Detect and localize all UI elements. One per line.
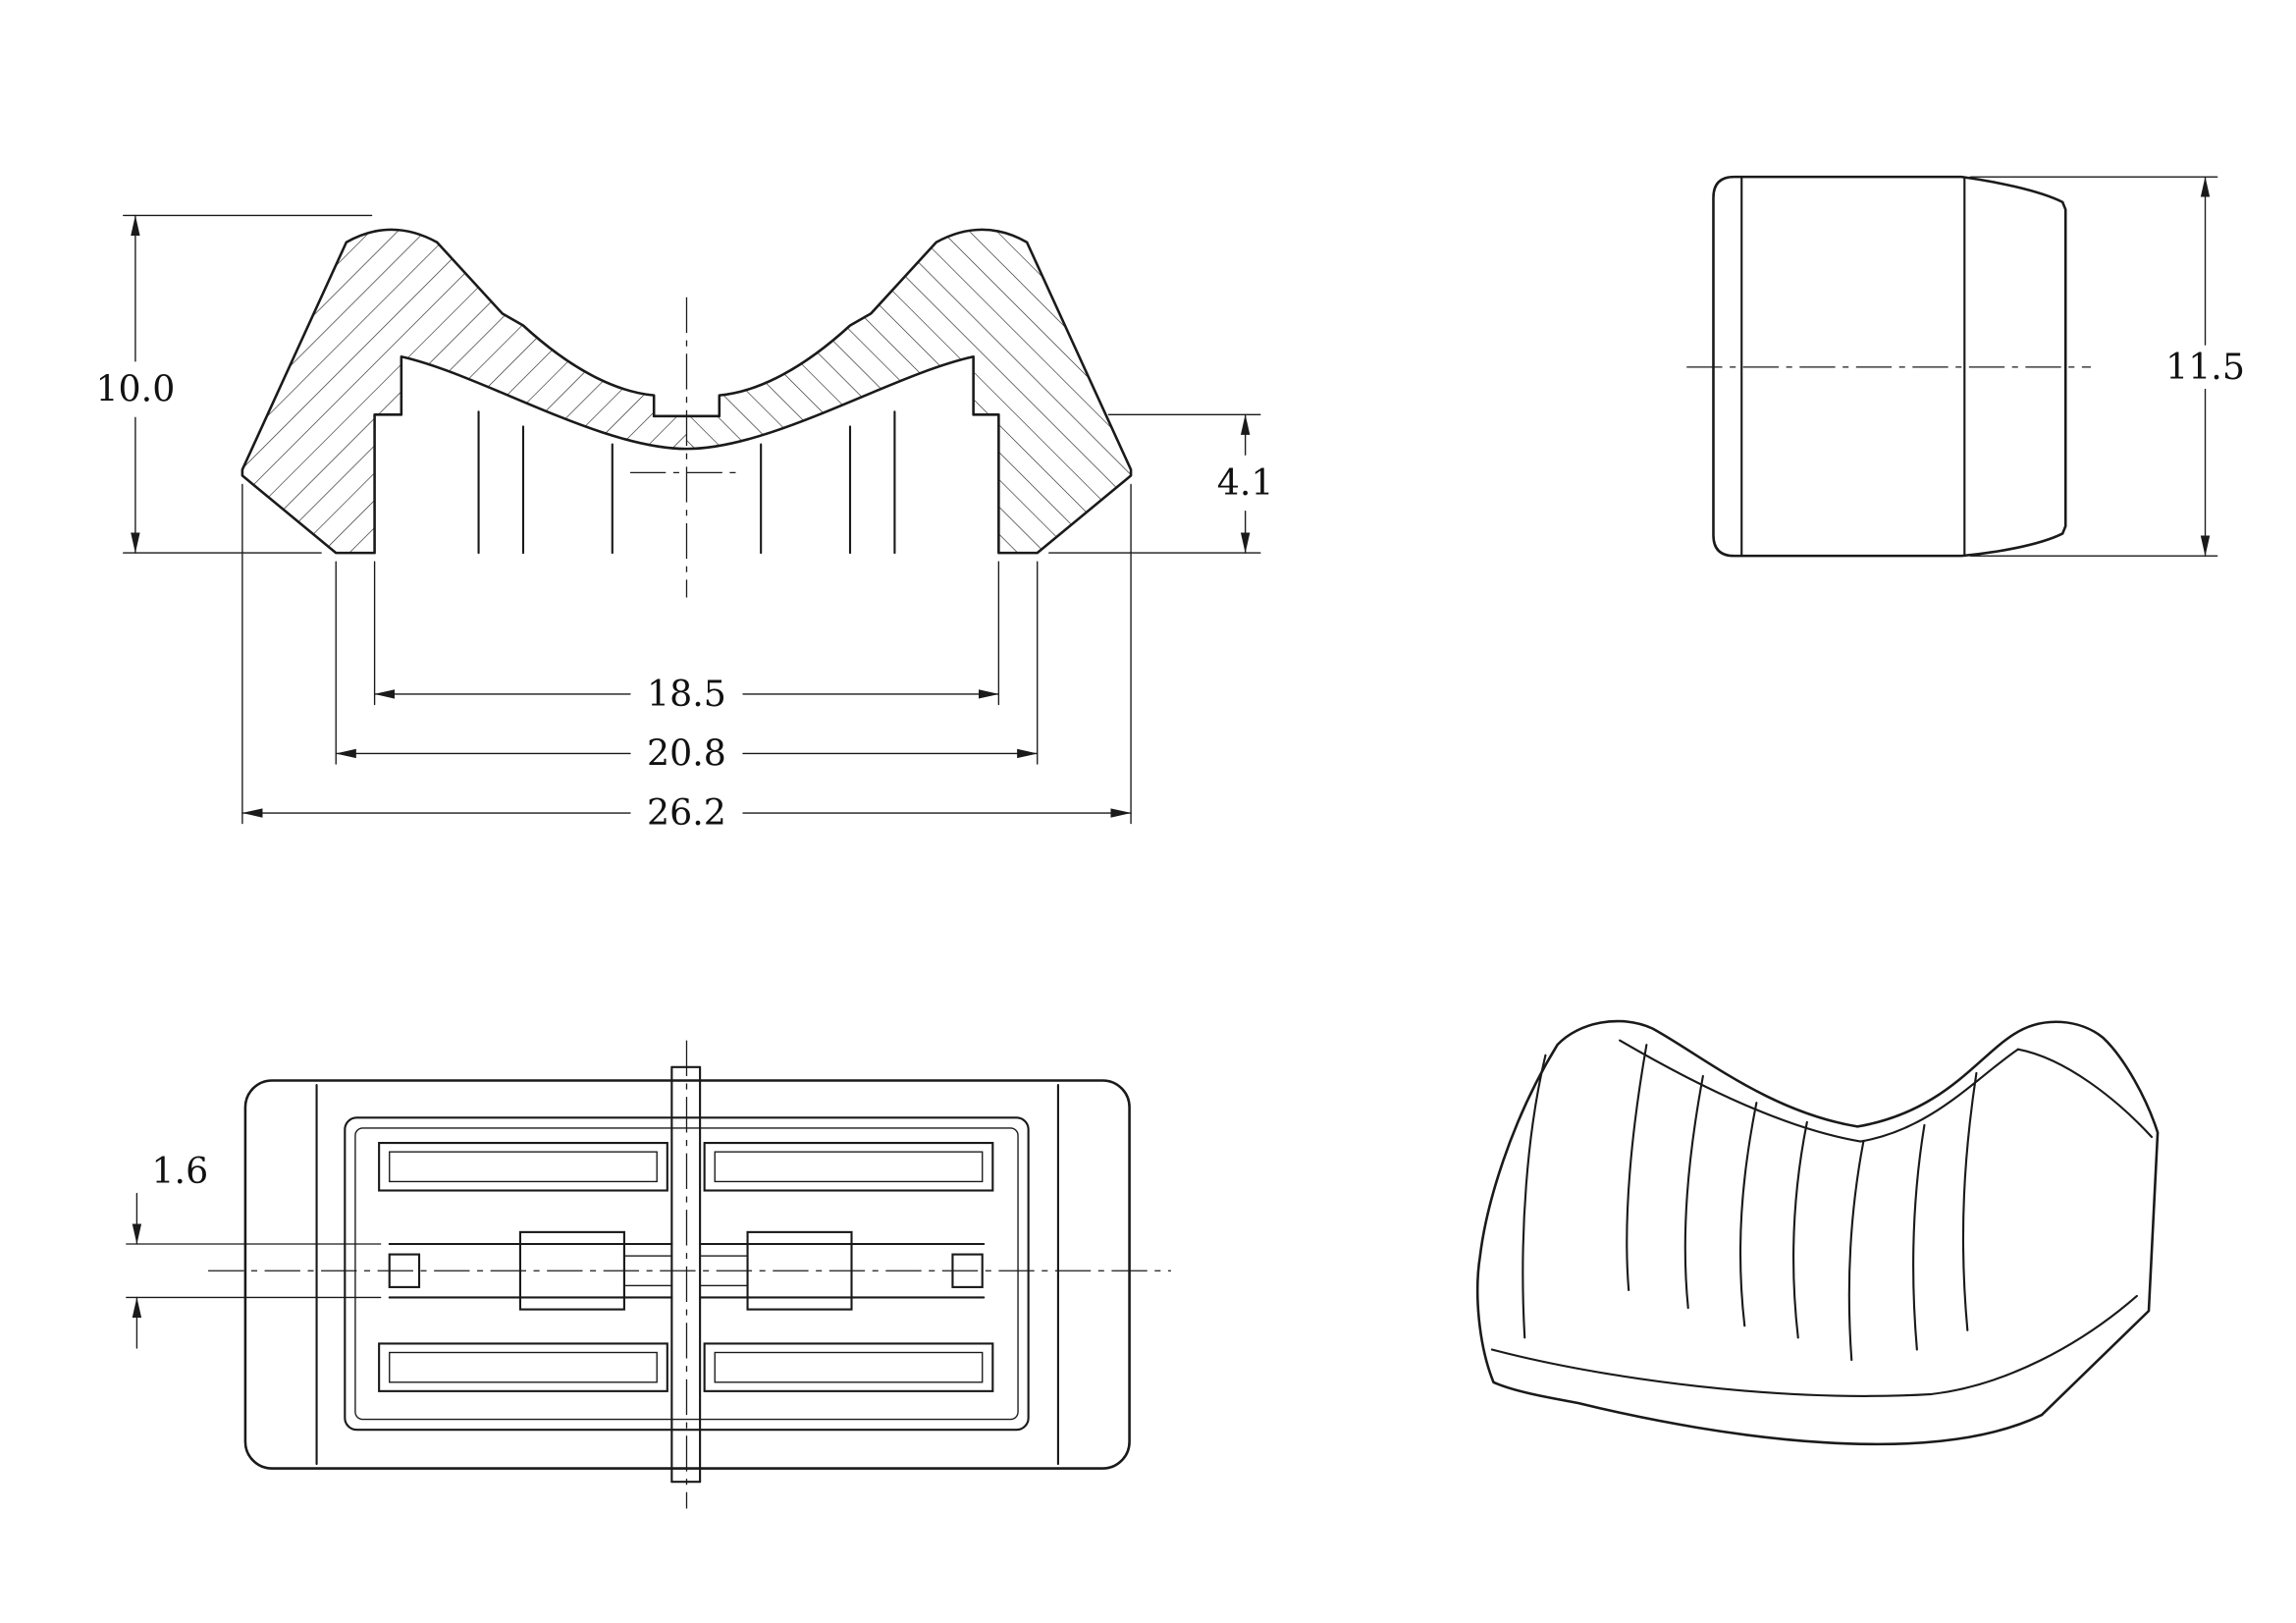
- iso-groove-2: [1683, 1074, 1704, 1310]
- isometric-view: [1475, 1019, 2160, 1446]
- iso-groove-4: [1791, 1120, 1808, 1339]
- dim-front-height-label: 10.0: [95, 368, 175, 410]
- side-view: 11.5: [1686, 175, 2245, 558]
- front-hatching: [241, 229, 1132, 554]
- iso-groove-3: [1738, 1102, 1758, 1327]
- iso-groove-5: [1912, 1123, 1926, 1351]
- iso-bottom-band-edge: [1490, 1294, 2138, 1397]
- dimension-front-width-mid: 20.8: [335, 561, 1039, 775]
- iso-left-face-edge: [1522, 1054, 1547, 1339]
- top-centerlines: [208, 1040, 1171, 1509]
- iso-surface-lines: [1490, 1039, 2154, 1397]
- dim-front-width-mid-label: 20.8: [647, 732, 726, 775]
- iso-front-top-edge: [1619, 1039, 2019, 1143]
- front-outline: [240, 228, 1133, 555]
- dimension-top-rail-height: 1.6: [126, 1150, 382, 1349]
- iso-groove-1: [1626, 1044, 1648, 1291]
- front-section-view: 10.0 4.1 18.5 20.8: [95, 214, 1274, 834]
- iso-groove-6: [1961, 1071, 1978, 1331]
- front-centerlines: [629, 297, 744, 598]
- dim-front-width-inner-label: 18.5: [647, 673, 726, 715]
- top-slots: [378, 1142, 994, 1392]
- dim-top-rail-height-label: 1.6: [151, 1150, 208, 1192]
- side-outline: [1712, 175, 2067, 558]
- hatch-left: [241, 229, 687, 554]
- dimension-front-step: 4.1: [1048, 413, 1274, 554]
- top-parting-rib: [670, 1065, 702, 1484]
- dim-side-height-label: 11.5: [2165, 346, 2245, 388]
- dimension-front-height: 10.0: [95, 214, 373, 554]
- top-outer-outline: [243, 1079, 1131, 1470]
- iso-right-top-edge: [2016, 1048, 2154, 1139]
- iso-outline: [1475, 1019, 2160, 1446]
- front-rib-lines: [477, 410, 896, 555]
- dimension-front-width-inner: 18.5: [373, 561, 1000, 715]
- dimension-side-height: 11.5: [1969, 176, 2245, 557]
- iso-parting-line: [1847, 1140, 1865, 1362]
- dimension-front-width-outer: 26.2: [241, 483, 1132, 834]
- dim-front-width-outer-label: 26.2: [647, 791, 726, 834]
- dim-front-step-label: 4.1: [1217, 461, 1274, 504]
- top-plan-view: 1.6: [126, 1040, 1171, 1509]
